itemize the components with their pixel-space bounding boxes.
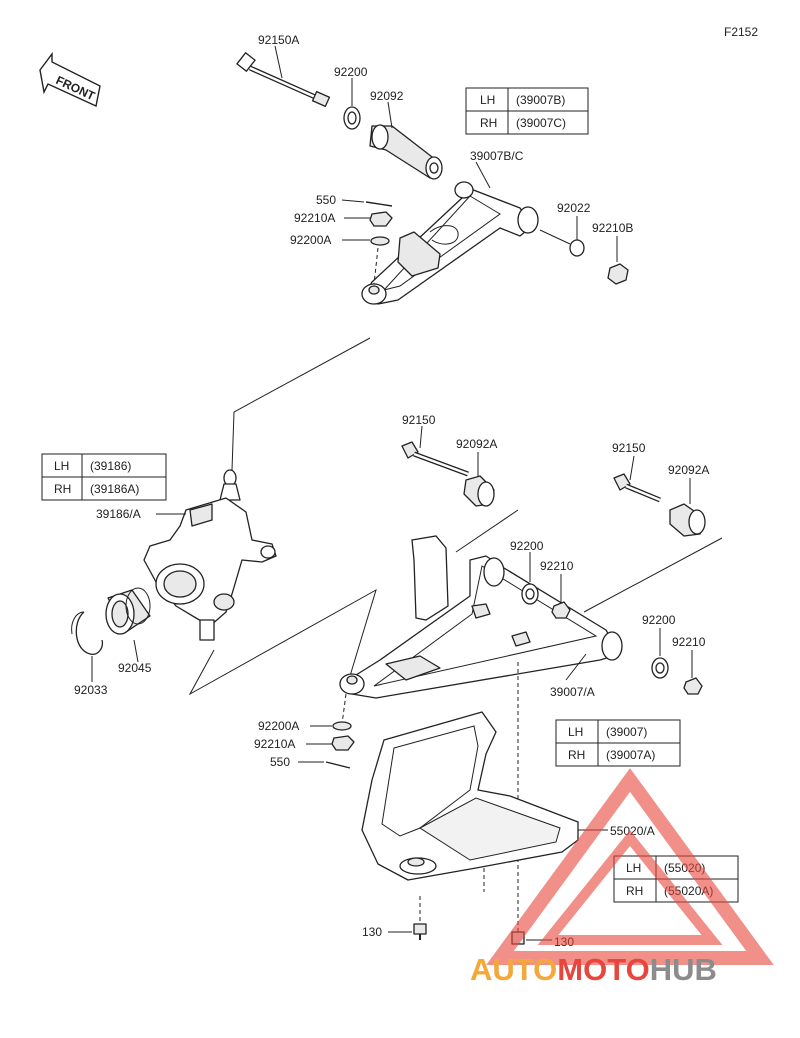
cotter-pin-550-bot — [325, 761, 351, 769]
bolt-130-left — [413, 896, 427, 940]
upper-a-arm — [361, 181, 539, 305]
washer-92200A-top — [370, 236, 390, 246]
bolt-92150A — [236, 52, 331, 108]
callout-92200-right: 92200 — [642, 613, 676, 627]
svg-text:LH: LH — [568, 725, 583, 739]
table-upper-arm: LH (39007B) RH (39007C) — [465, 87, 589, 135]
bushing-92092 — [369, 124, 443, 180]
svg-text:(39007C): (39007C) — [516, 116, 566, 130]
callout-92200A-top: 92200A — [290, 233, 331, 247]
callout-92150A: 92150A — [258, 33, 299, 47]
svg-text:LH: LH — [54, 459, 69, 473]
nut-92210-right — [683, 677, 703, 695]
table-knuckle: LH (39186) RH (39186A) — [41, 453, 167, 501]
figure-code: F2152 — [724, 25, 758, 39]
callout-550-top: 550 — [316, 193, 336, 207]
svg-text:(39186A): (39186A) — [90, 482, 139, 496]
nut-92210A-bot — [331, 735, 355, 751]
callout-92210-mid: 92210 — [540, 559, 574, 573]
cotter-pin-550-top — [365, 201, 393, 207]
svg-text:LH: LH — [626, 861, 641, 875]
svg-text:RH: RH — [480, 116, 497, 130]
callout-92210A-top: 92210A — [294, 211, 335, 225]
callout-92200A-bot: 92200A — [258, 719, 299, 733]
svg-text:RH: RH — [568, 748, 585, 762]
svg-text:RH: RH — [54, 482, 71, 496]
svg-text:(39186): (39186) — [90, 459, 131, 473]
callout-39186A: 39186/A — [96, 507, 141, 521]
svg-text:RH: RH — [626, 884, 643, 898]
callout-92092: 92092 — [370, 89, 404, 103]
callout-39007A: 39007/A — [550, 685, 595, 699]
bolt-92150-right — [613, 473, 661, 503]
washer-92022 — [569, 239, 585, 257]
svg-text:(39007B): (39007B) — [516, 93, 565, 107]
callout-92022: 92022 — [557, 201, 591, 215]
callout-92150-left: 92150 — [402, 413, 436, 427]
washer-92200A-bot — [332, 721, 352, 731]
lower-a-arm — [339, 535, 623, 699]
callout-92210B: 92210B — [592, 221, 633, 235]
callout-550-bot: 550 — [270, 755, 290, 769]
callout-55020A: 55020/A — [610, 824, 655, 838]
callout-92092A-right: 92092A — [668, 463, 709, 477]
table-lower-arm: LH (39007) RH (39007A) — [555, 719, 681, 767]
nut-92210A-top — [369, 211, 393, 227]
steering-knuckle — [143, 469, 277, 641]
callout-92150-right: 92150 — [612, 441, 646, 455]
skid-guard-55020 — [361, 711, 579, 881]
callout-92045: 92045 — [118, 661, 152, 675]
circlip-92033 — [75, 611, 104, 655]
callout-92200-mid: 92200 — [510, 539, 544, 553]
callout-92092A-left: 92092A — [456, 437, 497, 451]
front-arrow-icon: FRONT — [39, 51, 101, 108]
callout-92200-top: 92200 — [334, 65, 368, 79]
svg-text:(39007A): (39007A) — [606, 748, 655, 762]
callout-92210-right: 92210 — [672, 635, 706, 649]
callout-39007BC: 39007B/C — [470, 149, 524, 163]
bushing-92092A-left — [463, 475, 495, 507]
svg-text:LH: LH — [480, 93, 495, 107]
bushing-92092A-right — [669, 503, 706, 537]
callout-92033: 92033 — [74, 683, 108, 697]
callout-130-left: 130 — [362, 925, 382, 939]
bolt-92150-left — [401, 441, 469, 477]
nut-92210-mid — [551, 601, 571, 619]
bearing-92045 — [105, 587, 151, 635]
automotohub-watermark — [486, 768, 774, 965]
callout-92210A-bot: 92210A — [254, 737, 295, 751]
svg-text:AUTOMOTOHUB: AUTOMOTOHUB — [470, 952, 717, 987]
nut-92210B — [607, 263, 629, 285]
svg-text:(39007): (39007) — [606, 725, 647, 739]
automotohub-logo-text: AUTOMOTOHUB — [470, 952, 717, 987]
